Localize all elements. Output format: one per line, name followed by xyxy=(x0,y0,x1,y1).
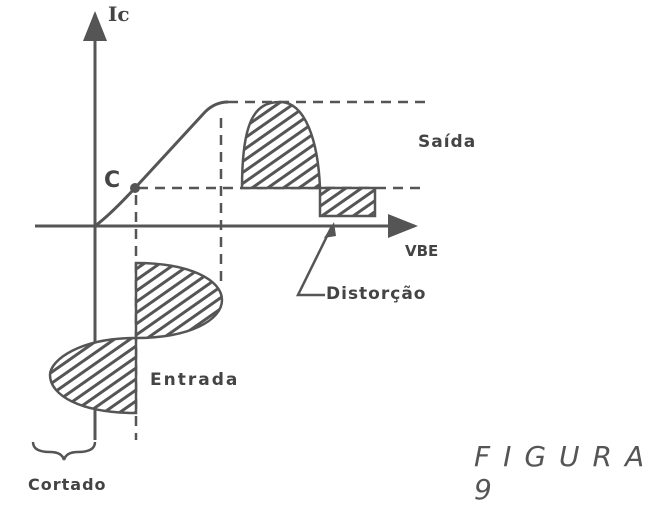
cutoff-brace xyxy=(31,441,97,461)
x-axis-label: VBE xyxy=(405,242,439,260)
distortion-label: Distorção xyxy=(326,284,427,304)
input-negative-lobe xyxy=(48,336,138,415)
output-clipped-lobe xyxy=(318,186,377,218)
transfer-curve xyxy=(94,100,229,228)
figure-caption: FIGURA 9 xyxy=(474,440,658,506)
cutoff-label: Cortado xyxy=(28,475,107,494)
input-positive-lobe xyxy=(134,261,224,340)
quiescent-point xyxy=(130,183,140,193)
distortion-pointer xyxy=(295,225,334,297)
output-positive-lobe xyxy=(240,100,322,190)
point-label: C xyxy=(104,168,121,193)
y-axis-label: Ic xyxy=(108,2,130,26)
output-label: Saída xyxy=(418,132,477,152)
input-label: Entrada xyxy=(150,370,240,390)
pointer-arrowhead xyxy=(324,222,336,238)
